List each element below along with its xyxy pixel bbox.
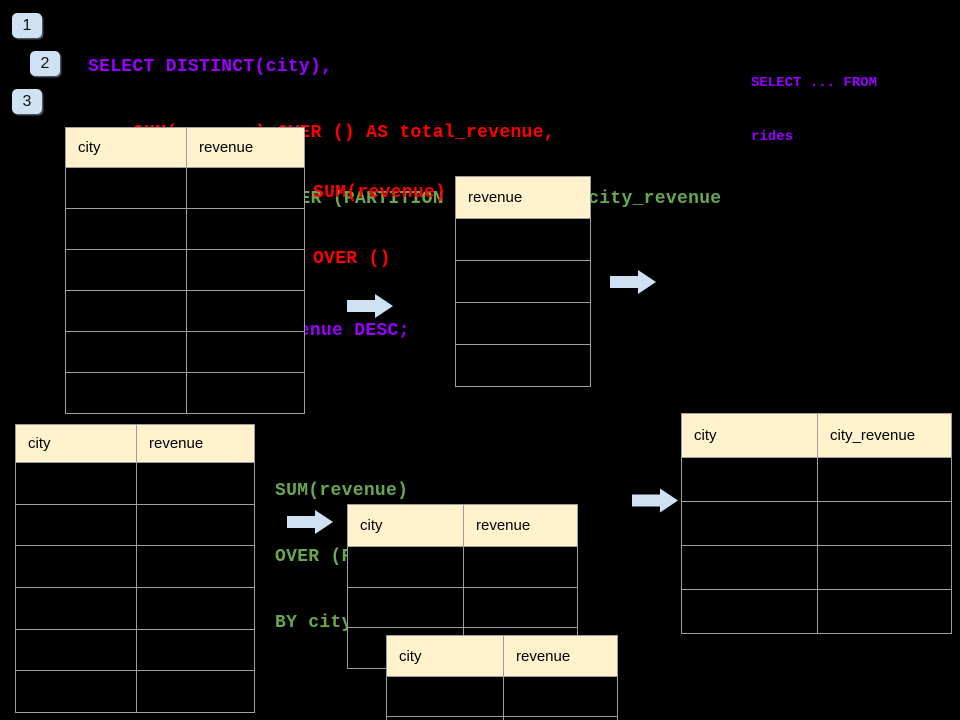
step-badge-1: 1 bbox=[12, 13, 42, 38]
empty-cell bbox=[15, 587, 137, 630]
table-final-result-header-city: city bbox=[681, 413, 818, 458]
total-window-label-line-2: OVER () bbox=[313, 249, 391, 269]
empty-cell bbox=[136, 628, 255, 672]
empty-cell bbox=[681, 457, 818, 502]
partition-window-label-line-1: SUM(revenue) bbox=[275, 481, 409, 501]
step-badge-2-label: 2 bbox=[40, 54, 50, 72]
empty-cell bbox=[817, 457, 952, 502]
empty-cell bbox=[136, 462, 255, 505]
table-final-result-header-city-revenue: city_revenue bbox=[817, 413, 952, 458]
empty-cell bbox=[455, 260, 591, 303]
empty-cell bbox=[681, 545, 818, 590]
empty-cell bbox=[817, 545, 952, 590]
empty-cell bbox=[681, 501, 818, 546]
side-code-note: SELECT ... FROM rides bbox=[751, 38, 877, 182]
empty-cell bbox=[65, 208, 187, 250]
empty-cell bbox=[65, 331, 187, 373]
table-partition-overlay: city revenue bbox=[386, 635, 618, 720]
empty-cell bbox=[15, 628, 137, 672]
table-total-result-header-revenue: revenue bbox=[455, 176, 591, 219]
table-source-bottom: city revenue bbox=[15, 424, 255, 714]
empty-cell bbox=[15, 462, 137, 505]
empty-cell bbox=[463, 546, 578, 588]
empty-cell bbox=[347, 546, 464, 588]
arrow-right-icon bbox=[347, 294, 393, 318]
table-total-result: revenue bbox=[455, 176, 591, 387]
table-source-top-header-city: city bbox=[65, 127, 187, 168]
empty-cell bbox=[186, 208, 305, 250]
empty-cell bbox=[186, 167, 305, 209]
side-code-line-2: rides bbox=[751, 129, 794, 145]
empty-cell bbox=[455, 302, 591, 345]
step-badge-1-label: 1 bbox=[22, 16, 32, 34]
empty-cell bbox=[15, 670, 137, 714]
arrow-right-icon bbox=[287, 510, 333, 534]
table-partition-overlay-header-revenue: revenue bbox=[503, 635, 618, 677]
empty-cell bbox=[463, 586, 578, 629]
step-badge-3-label: 3 bbox=[22, 92, 32, 110]
step-badge-2: 2 bbox=[30, 51, 60, 76]
empty-cell bbox=[186, 331, 305, 373]
empty-cell bbox=[455, 344, 591, 387]
empty-cell bbox=[136, 587, 255, 630]
empty-cell bbox=[15, 545, 137, 589]
table-partition-overlay-header-city: city bbox=[386, 635, 504, 677]
empty-cell bbox=[136, 503, 255, 547]
arrow-right-icon bbox=[610, 270, 656, 294]
empty-cell bbox=[65, 167, 187, 209]
table-source-bottom-header-city: city bbox=[15, 424, 137, 463]
empty-cell bbox=[186, 290, 305, 332]
empty-cell bbox=[455, 218, 591, 261]
empty-cell bbox=[347, 586, 464, 629]
empty-cell bbox=[65, 249, 187, 291]
empty-cell bbox=[136, 545, 255, 589]
side-code-line-1: SELECT ... FROM bbox=[751, 75, 878, 91]
total-window-label: SUM(revenue) OVER () bbox=[313, 138, 446, 314]
empty-cell bbox=[136, 670, 255, 714]
empty-cell bbox=[186, 372, 305, 414]
empty-cell bbox=[386, 676, 504, 717]
total-window-label-line-1: SUM(revenue) bbox=[313, 183, 447, 203]
empty-cell bbox=[503, 676, 618, 717]
table-source-top-header-revenue: revenue bbox=[186, 127, 305, 168]
empty-cell bbox=[65, 290, 187, 332]
table-source-bottom-header-revenue: revenue bbox=[136, 424, 255, 463]
table-partition-mid-header-city: city bbox=[347, 504, 464, 547]
table-source-top: city revenue bbox=[65, 127, 305, 414]
table-partition-mid-header-revenue: revenue bbox=[463, 504, 578, 547]
step-badge-3: 3 bbox=[12, 89, 42, 114]
empty-cell bbox=[65, 372, 187, 414]
empty-cell bbox=[386, 716, 504, 720]
empty-cell bbox=[503, 716, 618, 720]
empty-cell bbox=[681, 589, 818, 634]
table-final-result: city city_revenue bbox=[681, 413, 952, 634]
empty-cell bbox=[15, 503, 137, 547]
empty-cell bbox=[186, 249, 305, 291]
empty-cell bbox=[817, 589, 952, 634]
empty-cell bbox=[817, 501, 952, 546]
arrow-right-icon bbox=[632, 488, 678, 513]
sql-line-select: SELECT DISTINCT(city), bbox=[88, 57, 333, 77]
